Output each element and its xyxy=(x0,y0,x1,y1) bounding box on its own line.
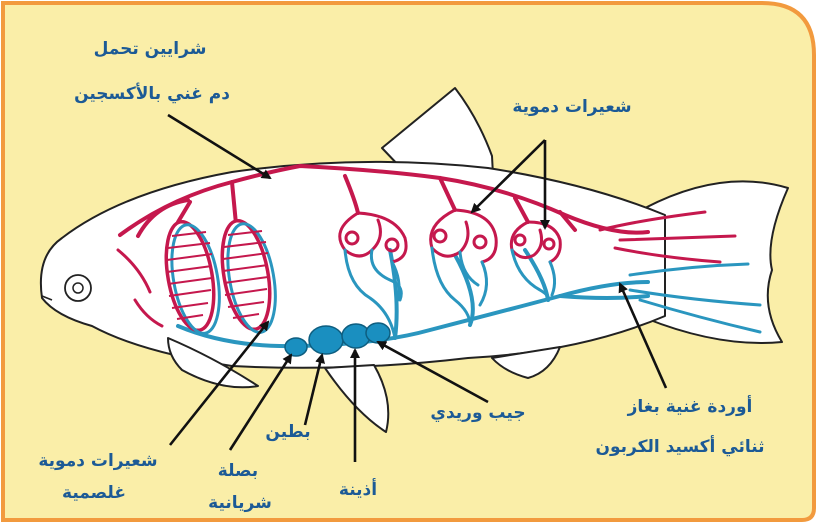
label-gill-cap-line1: شعيرات دموية xyxy=(38,451,157,471)
label-bulb-line2: شريانية xyxy=(208,493,272,513)
label-capillaries: شعيرات دموية xyxy=(512,97,631,117)
eye xyxy=(65,275,91,301)
label-ventricle: بطين xyxy=(265,422,310,442)
label-veins-line1: أوردة غنية بغاز xyxy=(627,395,753,417)
ventricle xyxy=(309,326,343,354)
label-gill-cap-line2: غلصمية xyxy=(62,483,126,503)
sinus-venosus xyxy=(366,323,390,343)
label-bulb-line1: بصلة xyxy=(218,461,258,481)
bulbus-arteriosus xyxy=(285,338,307,356)
label-sinus: جيب وريدي xyxy=(430,403,525,423)
label-atrium: أذينة xyxy=(339,478,377,500)
label-arteries-line1: شرايين تحمل xyxy=(94,39,207,59)
label-veins-line2: ثنائي أكسيد الكربون xyxy=(595,435,764,457)
label-arteries-line2: دم غني بالأكسجين xyxy=(74,83,230,104)
